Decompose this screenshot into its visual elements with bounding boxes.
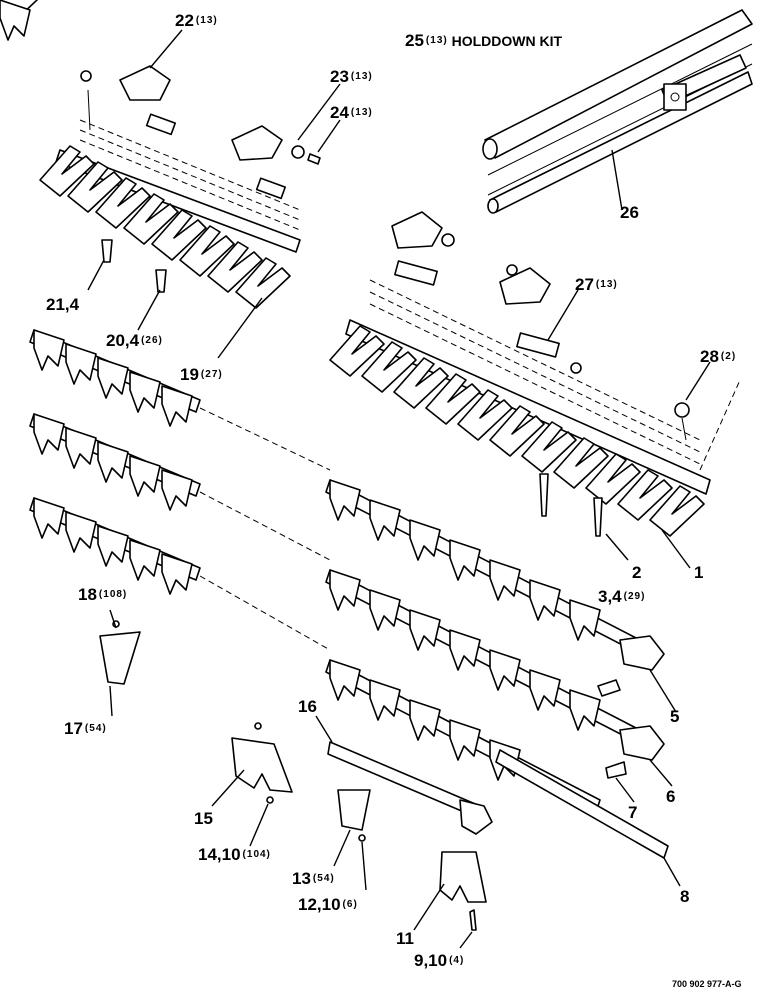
callout-18-number: 18 — [78, 585, 97, 604]
callout-27: 27(13) — [575, 276, 618, 293]
callout-19: 19(27) — [180, 366, 223, 383]
callout-23-number: 23 — [330, 67, 349, 86]
knife-bar-bottom — [29, 497, 669, 859]
callout-5: 5 — [670, 708, 679, 725]
callout-22-qty: (13) — [195, 15, 218, 26]
callout-2: 2 — [632, 564, 641, 581]
callout-20-qty: (26) — [141, 335, 163, 346]
callout-1: 1 — [694, 564, 703, 581]
callout-14-number: 14,10 — [198, 845, 241, 864]
callout-7-number: 7 — [628, 803, 638, 822]
callout-11: 11 — [396, 930, 414, 947]
callout-15: 15 — [194, 810, 213, 827]
callout-24: 24(13) — [330, 104, 373, 121]
callout-24-qty: (13) — [350, 107, 373, 118]
callout-20: 20,4(26) — [106, 332, 163, 349]
callout-19-number: 19 — [180, 365, 199, 384]
callout-21: 21,4 — [46, 296, 81, 313]
knife-bar-middle — [29, 413, 665, 779]
callout-6: 6 — [666, 788, 675, 805]
callout-28-qty: (2) — [720, 351, 737, 362]
callout-3-number: 3,4 — [598, 587, 622, 606]
callout-24-number: 24 — [330, 103, 349, 122]
callout-7: 7 — [628, 804, 637, 821]
callout-12-qty: (6) — [342, 899, 358, 910]
callout-8-number: 8 — [680, 887, 690, 906]
knife-bar-top — [29, 329, 665, 697]
callout-17-qty: (54) — [84, 723, 107, 734]
callout-11-number: 11 — [396, 929, 414, 948]
callout-25: 25(13) HOLDDOWN KIT — [405, 32, 562, 49]
callout-6-number: 6 — [666, 787, 676, 806]
callout-25-qty: (13) — [425, 35, 448, 46]
callout-26: 26 — [620, 204, 641, 221]
callout-20-number: 20,4 — [106, 331, 140, 350]
callout-12-number: 12,10 — [298, 895, 341, 914]
callout-3-qty: (29) — [623, 591, 646, 602]
callout-9: 9,10(4) — [414, 952, 464, 969]
callout-14: 14,10(104) — [198, 846, 271, 863]
callout-27-number: 27 — [575, 275, 594, 294]
callout-14-qty: (104) — [242, 849, 271, 860]
holddown-rod — [482, 9, 753, 214]
loose-parts — [99, 620, 493, 931]
callout-18-qty: (108) — [98, 589, 128, 600]
callout-21-number: 21,4 — [46, 295, 80, 314]
callout-25-number: 25 — [405, 31, 424, 50]
callout-27-qty: (13) — [595, 279, 618, 290]
callout-28-number: 28 — [700, 347, 719, 366]
callout-1-number: 1 — [694, 563, 704, 582]
callout-12: 12,10(6) — [298, 896, 358, 913]
leader-lines — [87, 29, 711, 949]
callout-17-number: 17 — [64, 719, 83, 738]
left-guard-assembly — [0, 0, 321, 309]
callout-3: 3,4(29) — [598, 588, 645, 605]
callout-22: 22(13) — [175, 12, 218, 29]
right-guard-assembly — [329, 211, 741, 537]
drawing-number: 700 902 977-A-G — [672, 979, 742, 989]
callout-9-number: 9,10 — [414, 951, 448, 970]
callout-13-qty: (54) — [312, 873, 335, 884]
callout-15-number: 15 — [194, 809, 213, 828]
callout-13: 13(54) — [292, 870, 335, 887]
guard-teeth-right — [329, 325, 705, 537]
callout-2-number: 2 — [632, 563, 642, 582]
holddown-kit-title: HOLDDOWN KIT — [451, 33, 563, 49]
callout-16-number: 16 — [298, 697, 317, 716]
callout-5-number: 5 — [670, 707, 680, 726]
callout-23-qty: (13) — [350, 71, 373, 82]
callout-23: 23(13) — [330, 68, 373, 85]
callout-17: 17(54) — [64, 720, 107, 737]
callout-26-number: 26 — [620, 203, 639, 222]
callout-22-number: 22 — [175, 11, 194, 30]
callout-28: 28(2) — [700, 348, 736, 365]
callout-18: 18(108) — [78, 586, 127, 603]
callout-19-qty: (27) — [200, 369, 223, 380]
callout-13-number: 13 — [292, 869, 311, 888]
callout-16: 16 — [298, 698, 317, 715]
callout-8: 8 — [680, 888, 689, 905]
callout-9-qty: (4) — [449, 955, 465, 966]
